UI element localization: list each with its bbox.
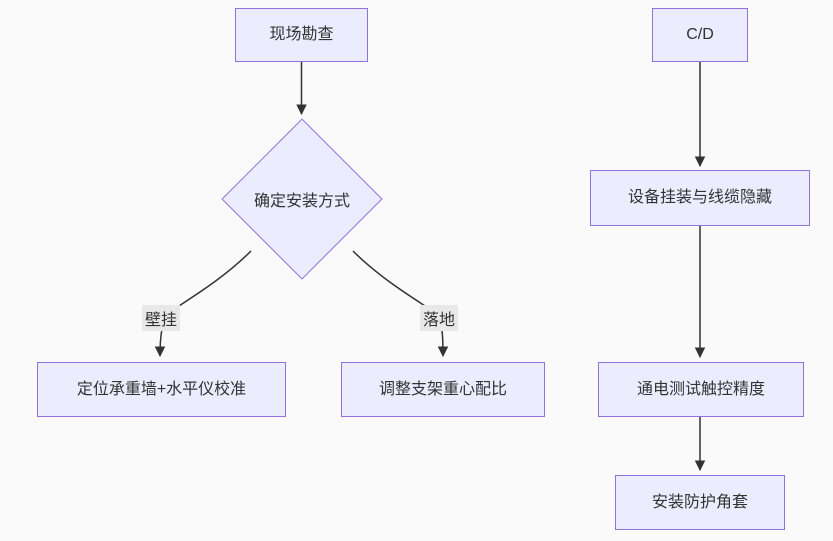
node-mount-cable-label: 设备挂装与线缆隐藏 <box>627 189 772 207</box>
node-corner-guard: 安装防护角套 <box>615 475 785 530</box>
node-site-survey: 现场勘查 <box>235 8 368 62</box>
edge-label-wall-mount: 壁挂 <box>141 305 181 331</box>
node-floor-action: 调整支架重心配比 <box>341 362 545 417</box>
node-site-survey-label: 现场勘查 <box>269 26 334 44</box>
node-wall-action: 定位承重墙+水平仪校准 <box>37 362 286 417</box>
edge-decision-to-floor <box>352 250 449 358</box>
edge-decision-to-wall <box>154 250 252 358</box>
node-cd-label: C/D <box>686 26 714 44</box>
node-decision-label: 确定安装方式 <box>253 193 351 210</box>
node-power-test: 通电测试触控精度 <box>598 362 804 417</box>
node-mount-cable: 设备挂装与线缆隐藏 <box>590 170 810 226</box>
node-cd: C/D <box>652 8 748 62</box>
node-floor-action-label: 调整支架重心配比 <box>378 380 507 398</box>
node-corner-guard-label: 安装防护角套 <box>651 493 748 511</box>
node-wall-action-label: 定位承重墙+水平仪校准 <box>76 380 247 398</box>
node-power-test-label: 通电测试触控精度 <box>636 380 765 398</box>
edge-label-floor-stand: 落地 <box>419 305 459 331</box>
